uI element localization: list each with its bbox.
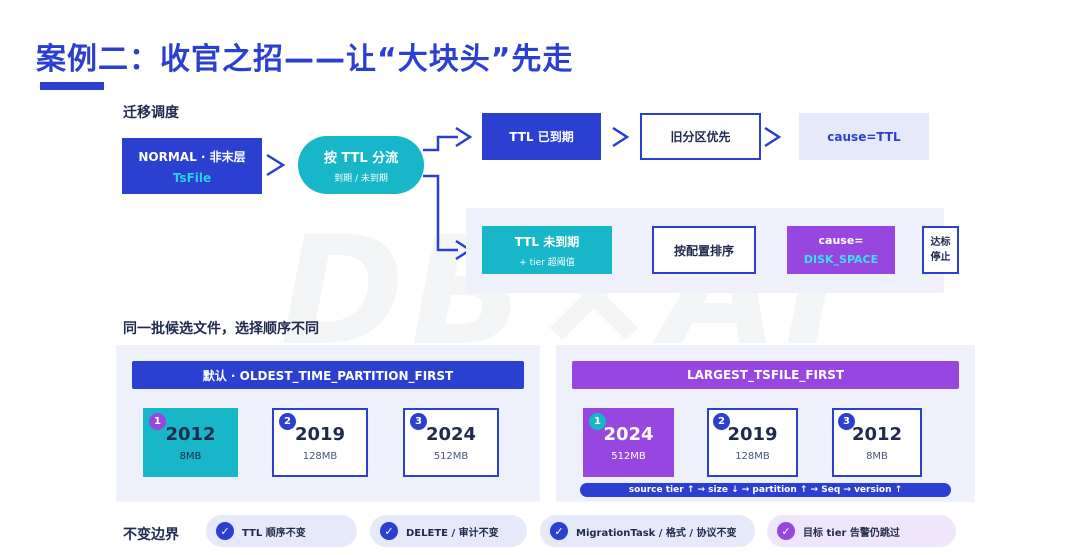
- card-size: 128MB: [735, 450, 770, 462]
- arrow-normal-to-split: [266, 153, 286, 177]
- rank-badge: 3: [838, 413, 855, 430]
- normal-node-line2: TsFile: [172, 170, 212, 185]
- card-year: 2024: [425, 423, 477, 445]
- cause-ttl-node: cause=TTL: [799, 113, 929, 160]
- title-underline: [40, 82, 104, 90]
- comparison-label: 同一批候选文件，选择顺序不同: [123, 321, 319, 337]
- right-panel-header: LARGEST_TSFILE_FIRST: [572, 361, 959, 389]
- stop-line2: 停止: [930, 252, 951, 263]
- check-icon: ✓: [380, 522, 398, 540]
- old-partition-first-node: 旧分区优先: [640, 113, 761, 160]
- by-config-label: 按配置排序: [673, 243, 734, 258]
- card-year: 2024: [603, 423, 654, 445]
- cause-disk-line1: cause=: [818, 234, 864, 247]
- card-size: 8MB: [866, 450, 888, 462]
- invariant-pill-3: ✓ MigrationTask / 格式 / 协议不变: [540, 515, 755, 547]
- rank-badge: 2: [713, 413, 730, 430]
- check-icon: ✓: [777, 522, 795, 540]
- rank-badge: 2: [279, 413, 296, 430]
- invariant-pill-1: ✓ TTL 顺序不变: [206, 515, 357, 547]
- ttl-not-expired-sub: + tier 超阈值: [519, 257, 575, 268]
- left-panel-header: 默认 · OLDEST_TIME_PARTITION_FIRST: [132, 361, 524, 389]
- connector-split-not-expired: [423, 174, 458, 252]
- ttl-not-expired-node: TTL 未到期 + tier 超阈值: [482, 226, 612, 274]
- right-card-1: 2024 512MB: [583, 408, 674, 477]
- stop-node: 达标 停止: [922, 226, 959, 274]
- sort-sequence-bar: source tier ↑ → size ↓ → partition ↑ → S…: [580, 483, 951, 497]
- card-size: 512MB: [611, 450, 646, 462]
- arrow-oldfirst-to-causettl: [764, 126, 782, 148]
- cause-disk-node: cause= DISK_SPACE: [787, 226, 895, 274]
- invariant-text: DELETE / 审计不变: [406, 527, 499, 539]
- page-title: 案例二：收官之招——让“大块头”先走: [36, 42, 574, 77]
- rank-badge: 3: [410, 413, 427, 430]
- card-year: 2012: [165, 423, 216, 445]
- cause-ttl-label: cause=TTL: [827, 129, 901, 144]
- arrow-to-expired: [455, 126, 473, 148]
- by-config-node: 按配置排序: [652, 226, 756, 274]
- old-partition-first-label: 旧分区优先: [670, 130, 731, 144]
- check-icon: ✓: [550, 522, 568, 540]
- stop-line1: 达标: [930, 237, 951, 248]
- card-year: 2012: [851, 423, 903, 445]
- card-year: 2019: [294, 423, 346, 445]
- card-size: 512MB: [433, 450, 469, 462]
- normal-node-line1: NORMAL · 非末层: [138, 149, 246, 164]
- migration-label: 迁移调度: [123, 105, 179, 121]
- ttl-split-main: 按 TTL 分流: [323, 150, 399, 166]
- card-year: 2019: [727, 423, 778, 445]
- right-card-2: 2019 128MB: [707, 408, 798, 477]
- invariant-text: MigrationTask / 格式 / 协议不变: [576, 527, 737, 539]
- connector-split-expired: [423, 135, 458, 152]
- cause-disk-line2: DISK_SPACE: [803, 253, 879, 266]
- invariant-text: 目标 tier 告警仍跳过: [803, 527, 900, 539]
- ttl-expired-label: TTL 已到期: [509, 130, 574, 144]
- normal-node: NORMAL · 非末层 TsFile: [122, 138, 262, 194]
- card-size: 128MB: [302, 450, 338, 462]
- ttl-split-node: 按 TTL 分流 到期 / 未到期: [298, 136, 424, 194]
- rank-badge: 1: [149, 413, 166, 430]
- ttl-expired-node: TTL 已到期: [482, 113, 601, 160]
- invariant-text: TTL 顺序不变: [242, 527, 306, 539]
- check-icon: ✓: [216, 522, 234, 540]
- ttl-not-expired-main: TTL 未到期: [514, 234, 580, 249]
- arrow-expired-to-oldfirst: [612, 126, 630, 148]
- rank-badge: 1: [589, 413, 606, 430]
- invariant-pill-2: ✓ DELETE / 审计不变: [370, 515, 527, 547]
- invariants-label: 不变边界: [123, 527, 179, 543]
- card-size: 8MB: [179, 450, 202, 462]
- invariant-pill-4: ✓ 目标 tier 告警仍跳过: [767, 515, 956, 547]
- ttl-split-sub: 到期 / 未到期: [334, 173, 388, 184]
